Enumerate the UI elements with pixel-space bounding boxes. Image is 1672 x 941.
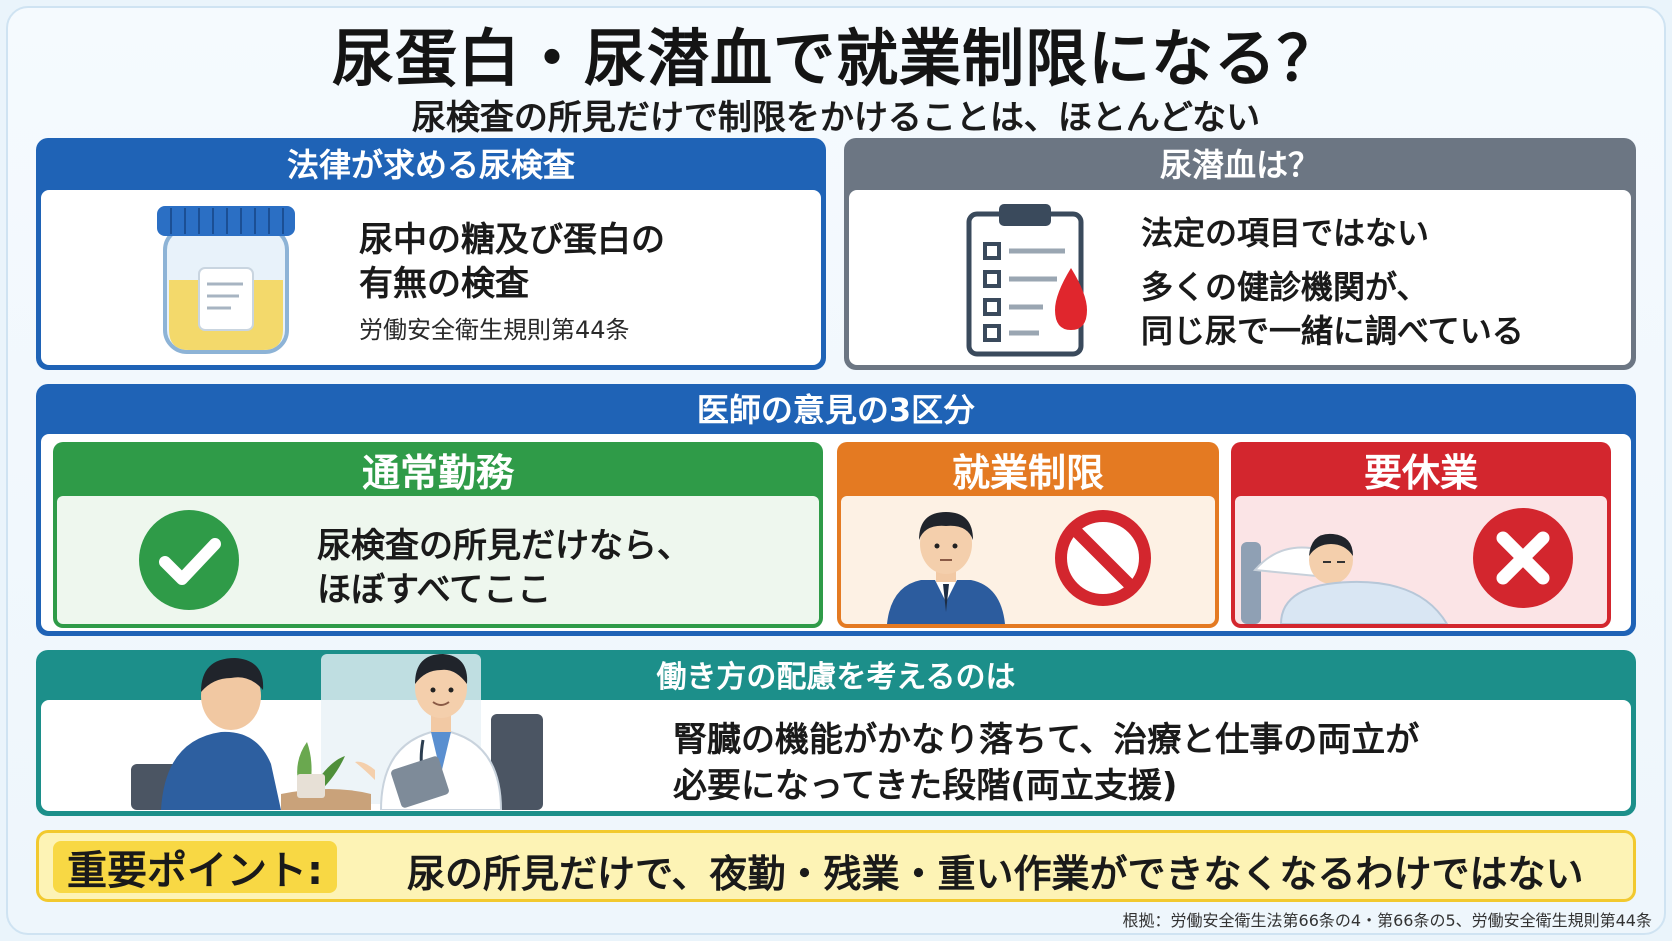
law-line2: 有無の検査	[359, 264, 529, 304]
law-panel: 法律が求める尿検査 尿中の糖及び蛋白の 有無の検査 労働安全衛生規則第44条	[36, 138, 826, 370]
workstyle-line2: 必要になってきた段階(両立支援)	[673, 766, 1178, 806]
key-point-label: 重要ポイント:	[53, 841, 337, 894]
opinion-panel-heading: 医師の意見の3区分	[696, 391, 976, 429]
rest-required-label: 要休業	[1363, 450, 1478, 495]
workstyle-line1: 腎臓の機能がかなり落ちて、治療と仕事の両立が	[673, 720, 1420, 760]
footnote-source: 根拠：労働安全衛生法第66条の4・第66条の5、労働安全衛生規則第44条	[1122, 911, 1652, 930]
blood-line3: 同じ尿で一緒に調べている	[1141, 312, 1524, 350]
work-restriction-body	[841, 496, 1215, 624]
check-icon	[139, 510, 239, 610]
rest-required-card: 要休業	[1231, 442, 1611, 628]
normal-work-card: 通常勤務 尿検査の所見だけなら、 ほぼすべてここ	[53, 442, 823, 628]
law-panel-heading: 法律が求める尿検査	[286, 146, 575, 184]
prohibited-icon	[1055, 510, 1151, 606]
clipboard-icon	[966, 204, 1087, 357]
work-restriction-label: 就業制限	[951, 450, 1104, 495]
normal-work-body: 尿検査の所見だけなら、 ほぼすべてここ	[57, 496, 819, 624]
x-icon	[1473, 508, 1573, 608]
rest-required-body	[1235, 496, 1607, 624]
key-point-text: 尿の所見だけで、夜勤・残業・重い作業ができなくなるわけではない	[407, 852, 1584, 896]
blood-line2: 多くの健診機関が、	[1141, 268, 1429, 306]
page-title: 尿蛋白・尿潜血で就業制限になる？	[331, 22, 1340, 95]
normal-work-line2: ほぼすべてここ	[317, 570, 552, 610]
opinion-panel-body: 通常勤務 尿検査の所見だけなら、 ほぼすべてここ 就業制限	[41, 434, 1631, 631]
worker-figure	[887, 512, 1005, 624]
page-subtitle: 尿検査の所見だけで制限をかけることは、ほとんどない	[411, 98, 1261, 138]
workstyle-panel: 働き方の配慮を考えるのは 腎臓の機能がかなり落ちて、治療と仕事の両立が 必要に	[36, 650, 1636, 816]
law-line1: 尿中の糖及び蛋白の	[359, 220, 665, 260]
law-panel-body: 尿中の糖及び蛋白の 有無の検査 労働安全衛生規則第44条	[41, 190, 821, 365]
blood-panel-body: 法定の項目ではない 多くの健診機関が、 同じ尿で一緒に調べている	[849, 190, 1631, 365]
patient-in-bed-figure	[1241, 533, 1449, 624]
workstyle-panel-heading: 働き方の配慮を考えるのは	[656, 660, 1016, 695]
workstyle-panel-body: 腎臓の機能がかなり落ちて、治療と仕事の両立が 必要になってきた段階(両立支援)	[41, 654, 1631, 811]
blood-panel-heading: 尿潜血は？	[1159, 146, 1320, 184]
normal-work-line1: 尿検査の所見だけなら、	[317, 526, 691, 566]
blood-panel: 尿潜血は？ 法定の項目ではない 多くの健診機関が、 同じ尿で一緒に調べている	[844, 138, 1636, 370]
blood-line1: 法定の項目ではない	[1141, 214, 1430, 252]
normal-work-label: 通常勤務	[361, 450, 514, 495]
law-source: 労働安全衛生規則第44条	[359, 316, 630, 344]
urine-cup-icon	[157, 206, 295, 354]
work-restriction-card: 就業制限	[837, 442, 1219, 628]
consultation-scene	[131, 654, 543, 810]
opinion-panel: 医師の意見の3区分 通常勤務 尿検査の所見だけなら、 ほぼすべてここ 就業制限	[36, 384, 1636, 636]
key-point-banner: 重要ポイント: 尿の所見だけで、夜勤・残業・重い作業ができなくなるわけではない	[36, 830, 1636, 902]
